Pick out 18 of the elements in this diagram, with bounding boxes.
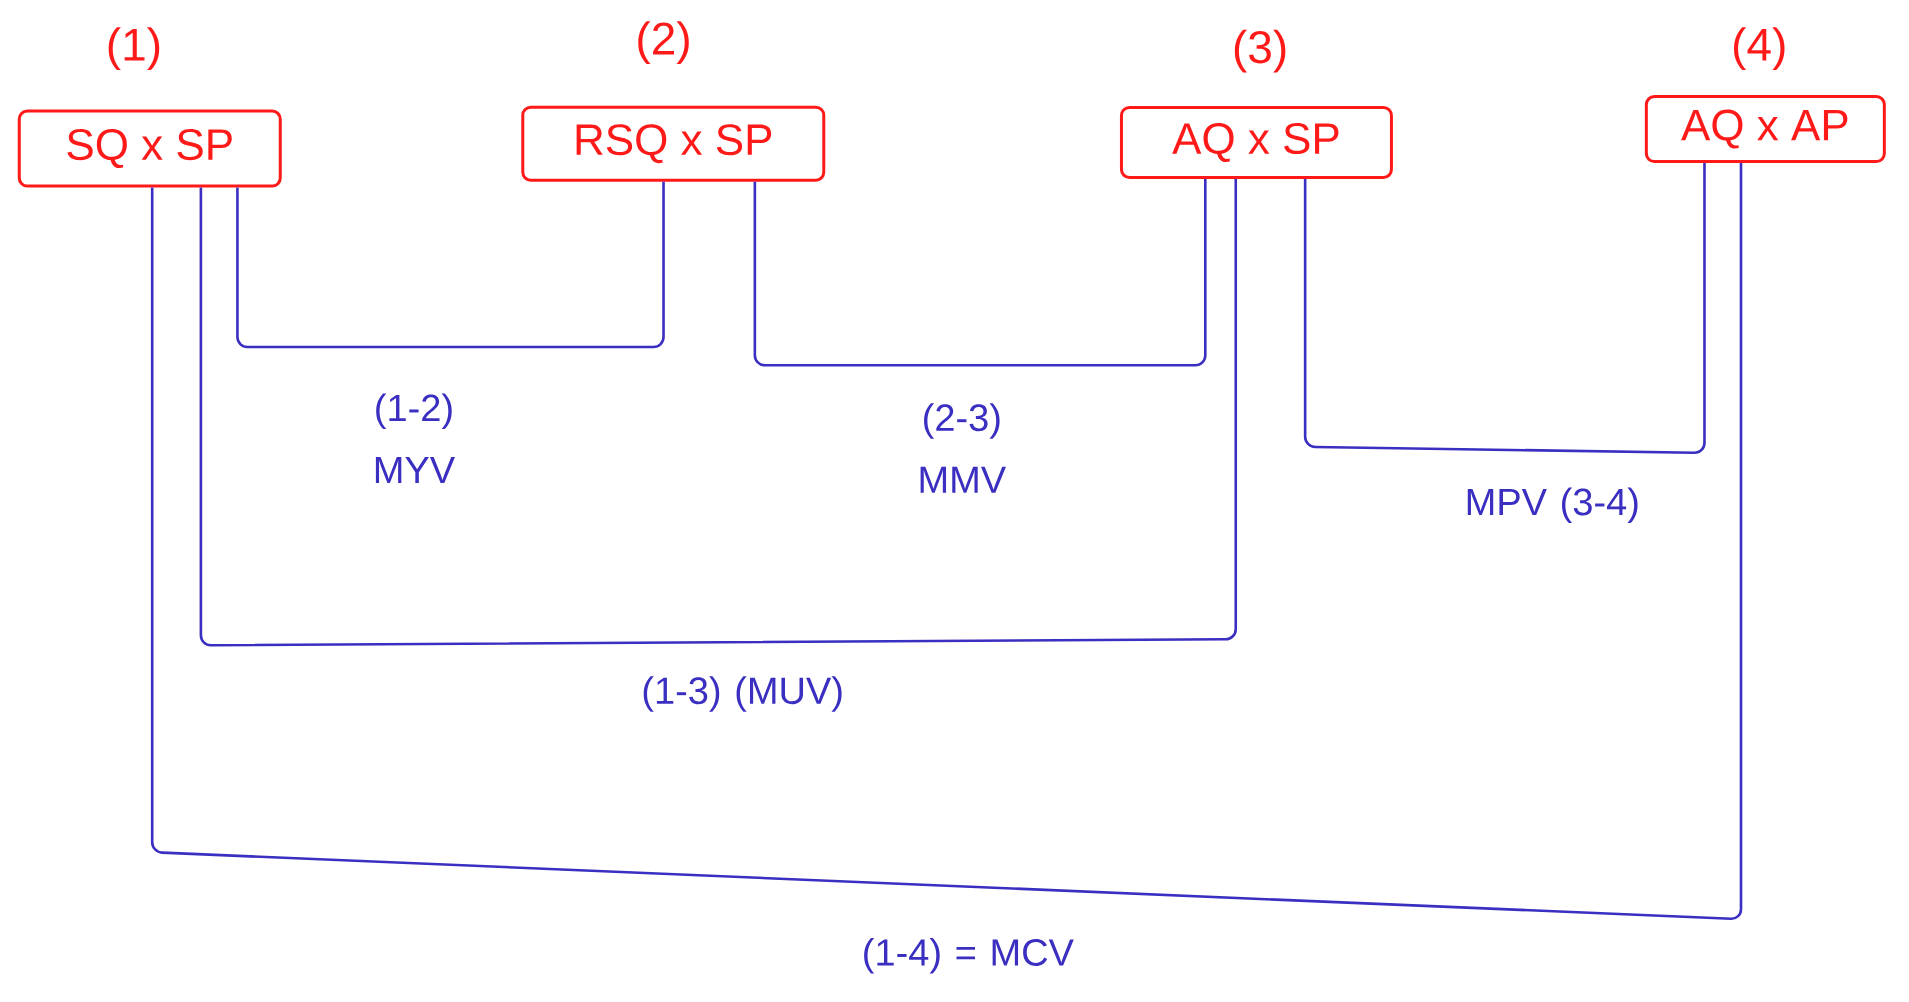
edge-label: MPV (3-4) xyxy=(1467,487,1638,523)
connector-line xyxy=(150,163,1743,921)
edge-label: (1-3) (MUV) xyxy=(643,676,842,712)
connector-line xyxy=(1303,163,1706,455)
box-number: (4) xyxy=(1734,27,1785,71)
box-number: (1) xyxy=(108,27,160,71)
connector-line xyxy=(199,178,1238,647)
edge-label: (1-4) = MCV xyxy=(864,938,1074,974)
edge-label: (1-2) MYV xyxy=(375,393,455,484)
edge-label: (2-3) MMV xyxy=(920,403,1006,493)
connector-line xyxy=(753,178,1207,367)
label-box: AQ x SP xyxy=(1119,105,1393,179)
connector-line xyxy=(236,181,665,349)
label-box: SQ x SP xyxy=(17,109,282,188)
label-box: RSQ x SP xyxy=(521,105,826,182)
box-number: (2) xyxy=(638,21,689,65)
label-box: AQ x AP xyxy=(1644,95,1886,164)
box-number: (3) xyxy=(1234,29,1286,73)
